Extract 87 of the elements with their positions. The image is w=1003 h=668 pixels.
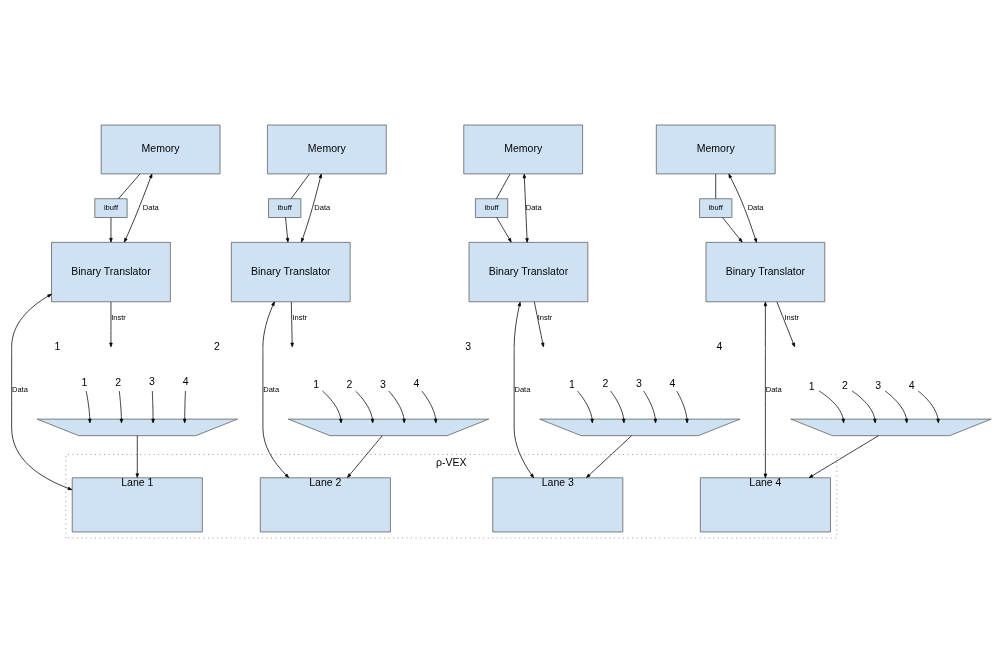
edge-label: 2 — [842, 378, 848, 391]
arrow — [285, 216, 290, 242]
edge-label: 1 — [568, 377, 575, 390]
node-box: Binary Translator — [230, 241, 351, 302]
arrow — [109, 216, 113, 242]
arrow — [533, 301, 545, 347]
edge-label: 1 — [808, 379, 815, 391]
arrow — [301, 173, 322, 243]
arrow — [118, 390, 124, 423]
arrow — [818, 390, 845, 423]
node-box: Binary Translator — [51, 241, 171, 302]
edge-label: Instr — [784, 312, 800, 322]
edge-label: 3 — [149, 374, 155, 387]
edge-label: 4 — [908, 378, 915, 391]
edge-label: 4 — [182, 374, 189, 387]
edge-label: 3 — [379, 377, 386, 390]
edge-label: Instr — [111, 312, 126, 322]
edge-label: 2 — [602, 376, 609, 389]
arrow — [421, 390, 438, 423]
arrow — [722, 216, 743, 242]
node-box: Binary Translator — [705, 241, 826, 302]
arrow — [124, 173, 153, 242]
edge-label: 3 — [635, 376, 642, 389]
edge-label: 2 — [346, 377, 353, 390]
arrow — [884, 390, 909, 423]
edge-label: Data — [765, 384, 782, 394]
node-box: Lane 4 — [699, 476, 831, 532]
arrow — [776, 301, 796, 347]
arrow — [109, 301, 113, 347]
edge-label: Data — [263, 384, 280, 394]
label: 3 — [465, 339, 472, 352]
arrow — [851, 390, 877, 423]
edge-label: 4 — [413, 376, 420, 389]
arrow — [388, 390, 406, 423]
node-box: Memory — [100, 124, 221, 174]
edge-label: 2 — [115, 375, 122, 388]
label: 2 — [214, 339, 220, 352]
arrow — [496, 216, 512, 242]
arrow — [522, 173, 529, 243]
arrow — [135, 434, 139, 478]
edge-label: 4 — [669, 376, 676, 389]
edge-label: Instr — [292, 312, 308, 322]
edge-label: Instr — [537, 312, 553, 322]
arrow — [728, 173, 757, 243]
node-box: Lane 3 — [492, 476, 624, 532]
connector — [290, 173, 310, 199]
arrow — [151, 390, 155, 423]
edge-label: Data — [142, 202, 159, 212]
label: 4 — [716, 339, 723, 352]
edge-label: Data — [314, 202, 331, 212]
arrow — [355, 390, 375, 423]
node-box: Lane 1 — [71, 476, 203, 532]
arrow — [513, 301, 535, 478]
edge-label: 3 — [875, 378, 882, 391]
edge-label: Data — [514, 384, 531, 394]
arrow — [808, 434, 879, 478]
connector — [118, 173, 141, 199]
arrow — [586, 434, 632, 478]
label: 1 — [54, 339, 61, 352]
node-box: ibuff — [475, 197, 509, 218]
arrow — [183, 390, 187, 423]
node-box: Memory — [267, 124, 387, 174]
arrow — [610, 390, 626, 423]
arrow — [676, 390, 689, 423]
edge-label: Data — [12, 384, 28, 394]
node-box: ibuff — [94, 197, 128, 218]
arrow — [85, 390, 92, 423]
edge-label: Data — [747, 202, 764, 212]
node-box: ibuff — [699, 197, 733, 218]
arrow — [917, 390, 940, 423]
node-box: ibuff — [268, 197, 302, 218]
arrow — [347, 434, 383, 478]
node-box: Memory — [463, 124, 583, 174]
arrow — [11, 293, 73, 490]
node-box: Memory — [655, 124, 776, 174]
node-box: Lane 2 — [259, 476, 391, 532]
edge-label: Data — [525, 202, 542, 212]
arrow — [262, 300, 290, 478]
node-box: Binary Translator — [468, 241, 589, 302]
edge-label: 1 — [313, 377, 320, 390]
connector — [496, 173, 511, 199]
arrow — [643, 390, 658, 423]
arrow — [763, 301, 768, 478]
edge-label: 1 — [81, 375, 88, 388]
arrow — [290, 301, 294, 347]
arrow — [322, 390, 343, 423]
arrow — [577, 390, 594, 423]
